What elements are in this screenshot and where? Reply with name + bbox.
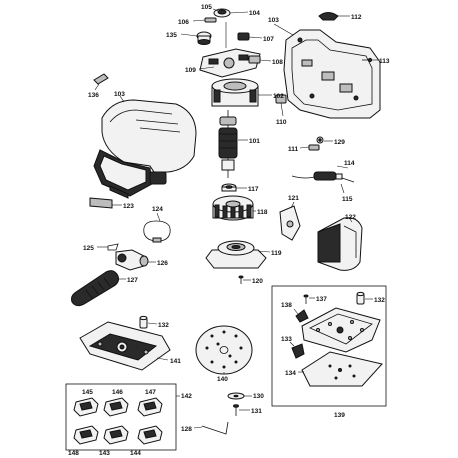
label-114: 114 (344, 160, 355, 167)
label-103-top: 103 (268, 17, 279, 24)
part-112-cap (318, 12, 339, 21)
part-111-strain-relief (308, 144, 320, 151)
label-133: 133 (281, 336, 292, 343)
label-140: 140 (217, 376, 228, 383)
label-120: 120 (252, 278, 263, 285)
label-118: 118 (257, 209, 268, 216)
label-108: 108 (272, 59, 283, 66)
part-148-clip (73, 425, 99, 445)
label-104: 104 (249, 10, 260, 17)
label-147: 147 (145, 389, 156, 396)
part-135-knob (196, 31, 212, 45)
label-132-left: 132 (158, 322, 169, 329)
label-124: 124 (152, 206, 163, 213)
label-146: 146 (112, 389, 123, 396)
part-140-sanding-disc (195, 325, 253, 375)
label-119: 119 (271, 250, 282, 257)
part-106-screw (204, 17, 217, 23)
part-107-switch (237, 32, 250, 41)
part-102-field-coil (211, 78, 259, 107)
label-135: 135 (166, 32, 177, 39)
group-frame-139 (271, 285, 387, 407)
part-143-clip (103, 425, 129, 445)
label-143: 143 (99, 450, 110, 457)
label-109: 109 (185, 67, 196, 74)
part-108-switch-body (248, 55, 261, 64)
part-128-hex-key (201, 421, 229, 435)
part-123-strip (89, 197, 113, 209)
part-101-armature (218, 110, 238, 178)
part-132-plug-right (356, 291, 365, 305)
part-119-housing (205, 240, 267, 269)
label-113: 113 (379, 58, 390, 65)
part-117-bearing (221, 183, 237, 192)
label-129: 129 (334, 139, 345, 146)
label-136: 136 (88, 92, 99, 99)
label-110: 110 (276, 119, 287, 126)
label-103-body: 103 (114, 91, 125, 98)
part-109-brush-holder (199, 48, 261, 78)
label-125: 125 (83, 245, 94, 252)
label-127: 127 (127, 277, 138, 284)
part-113-screw (362, 57, 373, 63)
part-124-clamp (143, 220, 171, 243)
label-101: 101 (249, 138, 260, 145)
part-126-dust-port (115, 249, 149, 271)
part-133-clip (291, 343, 305, 359)
part-134-sanding-sheet (301, 351, 383, 387)
label-132-right: 132 (374, 297, 385, 304)
part-137-screw (303, 294, 309, 304)
label-105: 105 (201, 4, 212, 11)
part-145-clip (73, 397, 99, 417)
part-136-label (93, 73, 109, 85)
label-130: 130 (253, 393, 264, 400)
label-145: 145 (82, 389, 93, 396)
label-131: 131 (251, 408, 262, 415)
label-128: 128 (181, 426, 192, 433)
part-132-plug-left (139, 315, 148, 329)
label-142: 142 (181, 393, 192, 400)
part-147-clip (137, 397, 163, 417)
label-117: 117 (248, 186, 259, 193)
label-126: 126 (157, 260, 168, 267)
part-144-clip (137, 425, 163, 445)
label-106: 106 (178, 19, 189, 26)
label-137: 137 (316, 296, 327, 303)
label-112: 112 (351, 14, 362, 21)
part-138-clamp-lever (295, 309, 309, 323)
part-122-dust-bag (317, 217, 363, 271)
label-139: 139 (334, 412, 345, 419)
part-139-platen (301, 307, 381, 353)
label-123: 123 (123, 203, 134, 210)
part-115-power-cord (291, 171, 355, 183)
part-103-housing-right (283, 29, 381, 119)
part-129-clip (316, 136, 324, 144)
label-121: 121 (288, 195, 299, 202)
part-125-clip (107, 243, 119, 251)
part-103-sander-body (93, 99, 197, 199)
label-111: 111 (288, 146, 299, 153)
part-127-auxiliary-handle (71, 270, 119, 307)
label-115: 115 (342, 196, 353, 203)
label-144: 144 (130, 450, 141, 457)
label-148: 148 (68, 450, 79, 457)
part-146-clip (103, 397, 129, 417)
label-134: 134 (285, 370, 296, 377)
part-121-cover (279, 205, 301, 241)
group-frame-142 (65, 383, 177, 451)
part-131-screw (233, 404, 239, 416)
part-141-base-plate (79, 321, 171, 371)
label-138: 138 (281, 302, 292, 309)
label-102: 102 (273, 93, 284, 100)
label-122: 122 (345, 214, 356, 221)
part-118-fan (212, 195, 254, 221)
label-107: 107 (263, 36, 274, 43)
part-120-screw (238, 275, 244, 284)
label-141: 141 (170, 358, 181, 365)
part-130-washer (227, 392, 245, 400)
